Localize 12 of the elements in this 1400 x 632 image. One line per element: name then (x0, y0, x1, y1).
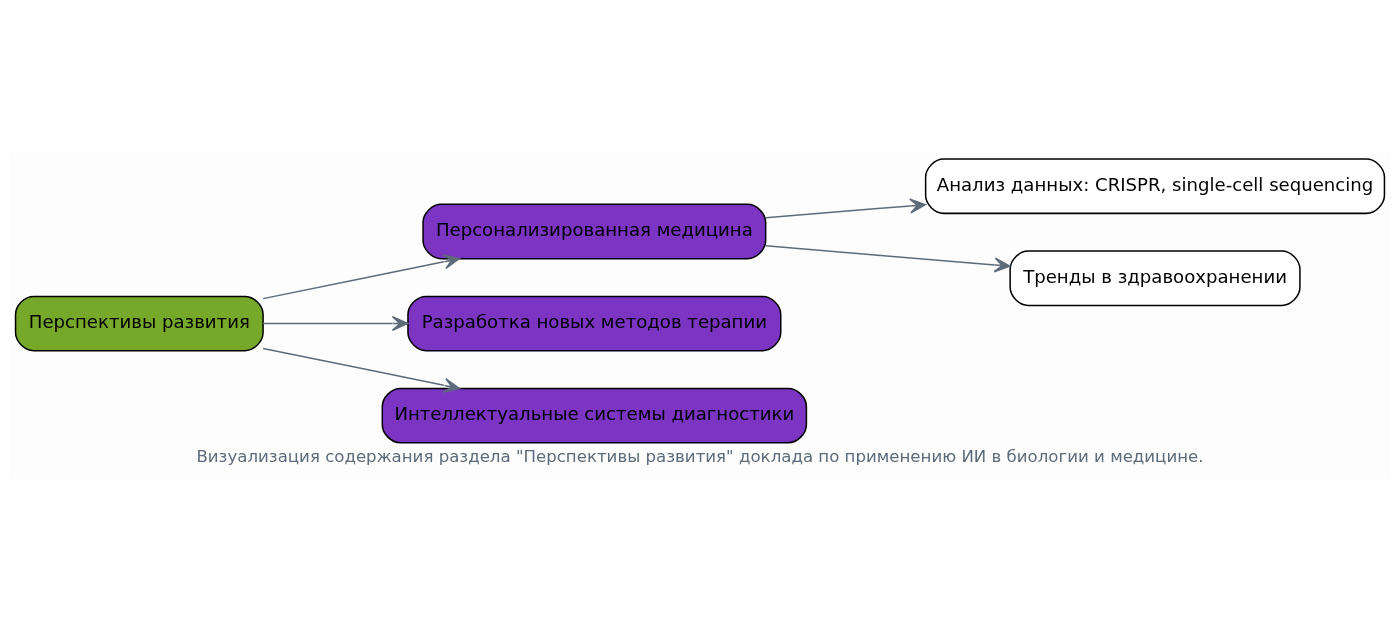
node-box: Анализ данных: CRISPR, single-cell sequencing (924, 158, 1386, 215)
arrow (765, 245, 1011, 273)
node-box: Перспективы развития (14, 295, 264, 352)
node-box: Разработка новых методов терапии (407, 295, 782, 352)
caption: Визуализация содержания раздела "Перспективы развития" доклада по применению ИИ в биологии и медицине. (196, 447, 1204, 467)
arrow (262, 316, 409, 332)
arrow (262, 254, 461, 300)
node-box: Тренды в здравоохранении (1009, 250, 1301, 307)
node-box: Персонализированная медицина (422, 203, 767, 260)
node-box: Интеллектуальные системы диагностики (381, 387, 808, 444)
arrow (262, 347, 461, 393)
arrow (765, 198, 927, 219)
